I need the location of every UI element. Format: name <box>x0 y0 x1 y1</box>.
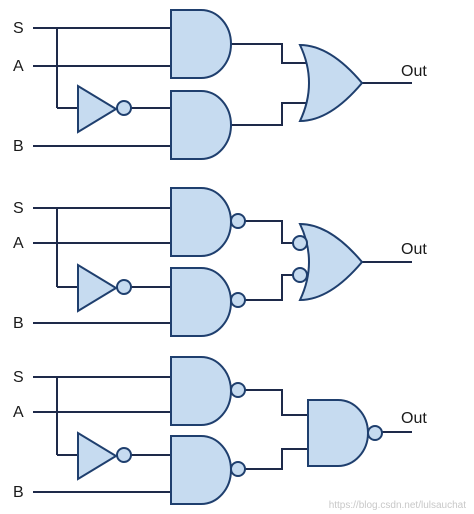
circuit-nand-nand: S A B Out <box>13 356 427 505</box>
wires <box>33 207 412 324</box>
input-label-a: A <box>13 235 24 252</box>
watermark: https://blog.csdn.net/lulsauchat <box>329 500 467 511</box>
input-label-b: B <box>13 315 24 332</box>
output-label: Out <box>401 410 427 427</box>
circuit-nand-or: S A B Out <box>13 187 427 337</box>
output-label: Out <box>401 63 427 80</box>
not-gate-bubble <box>116 100 132 116</box>
nand-gate-bottom <box>170 435 232 505</box>
nand-gate-bottom-bubble <box>230 461 246 477</box>
or-gate <box>298 43 364 123</box>
circuit-and-or: S A B Out <box>13 9 427 160</box>
input-label-s: S <box>13 200 24 217</box>
nand-gate-output-bubble <box>367 425 383 441</box>
input-label-a: A <box>13 58 24 75</box>
nand-gate-top <box>170 356 232 426</box>
input-label-b: B <box>13 484 24 501</box>
wires <box>33 27 412 147</box>
and-gate-bottom <box>170 90 232 160</box>
input-label-b: B <box>13 138 24 155</box>
not-gate-bubble <box>116 447 132 463</box>
input-label-s: S <box>13 20 24 37</box>
input-label-s: S <box>13 369 24 386</box>
not-gate <box>77 431 118 481</box>
nand-gate-top-bubble <box>230 382 246 398</box>
input-label-a: A <box>13 404 24 421</box>
or-gate-input-bubble-bottom <box>292 267 308 283</box>
nand-gate-output <box>307 399 369 467</box>
or-gate <box>298 222 364 302</box>
not-gate <box>77 84 118 134</box>
nand-gate-top <box>170 187 232 257</box>
output-label: Out <box>401 241 427 258</box>
or-gate-input-bubble-top <box>292 235 308 251</box>
nand-gate-bottom-bubble <box>230 292 246 308</box>
not-gate-bubble <box>116 279 132 295</box>
not-gate <box>77 263 118 313</box>
nand-gate-top-bubble <box>230 213 246 229</box>
wires <box>33 376 412 493</box>
and-gate-top <box>170 9 232 79</box>
nand-gate-bottom <box>170 267 232 337</box>
